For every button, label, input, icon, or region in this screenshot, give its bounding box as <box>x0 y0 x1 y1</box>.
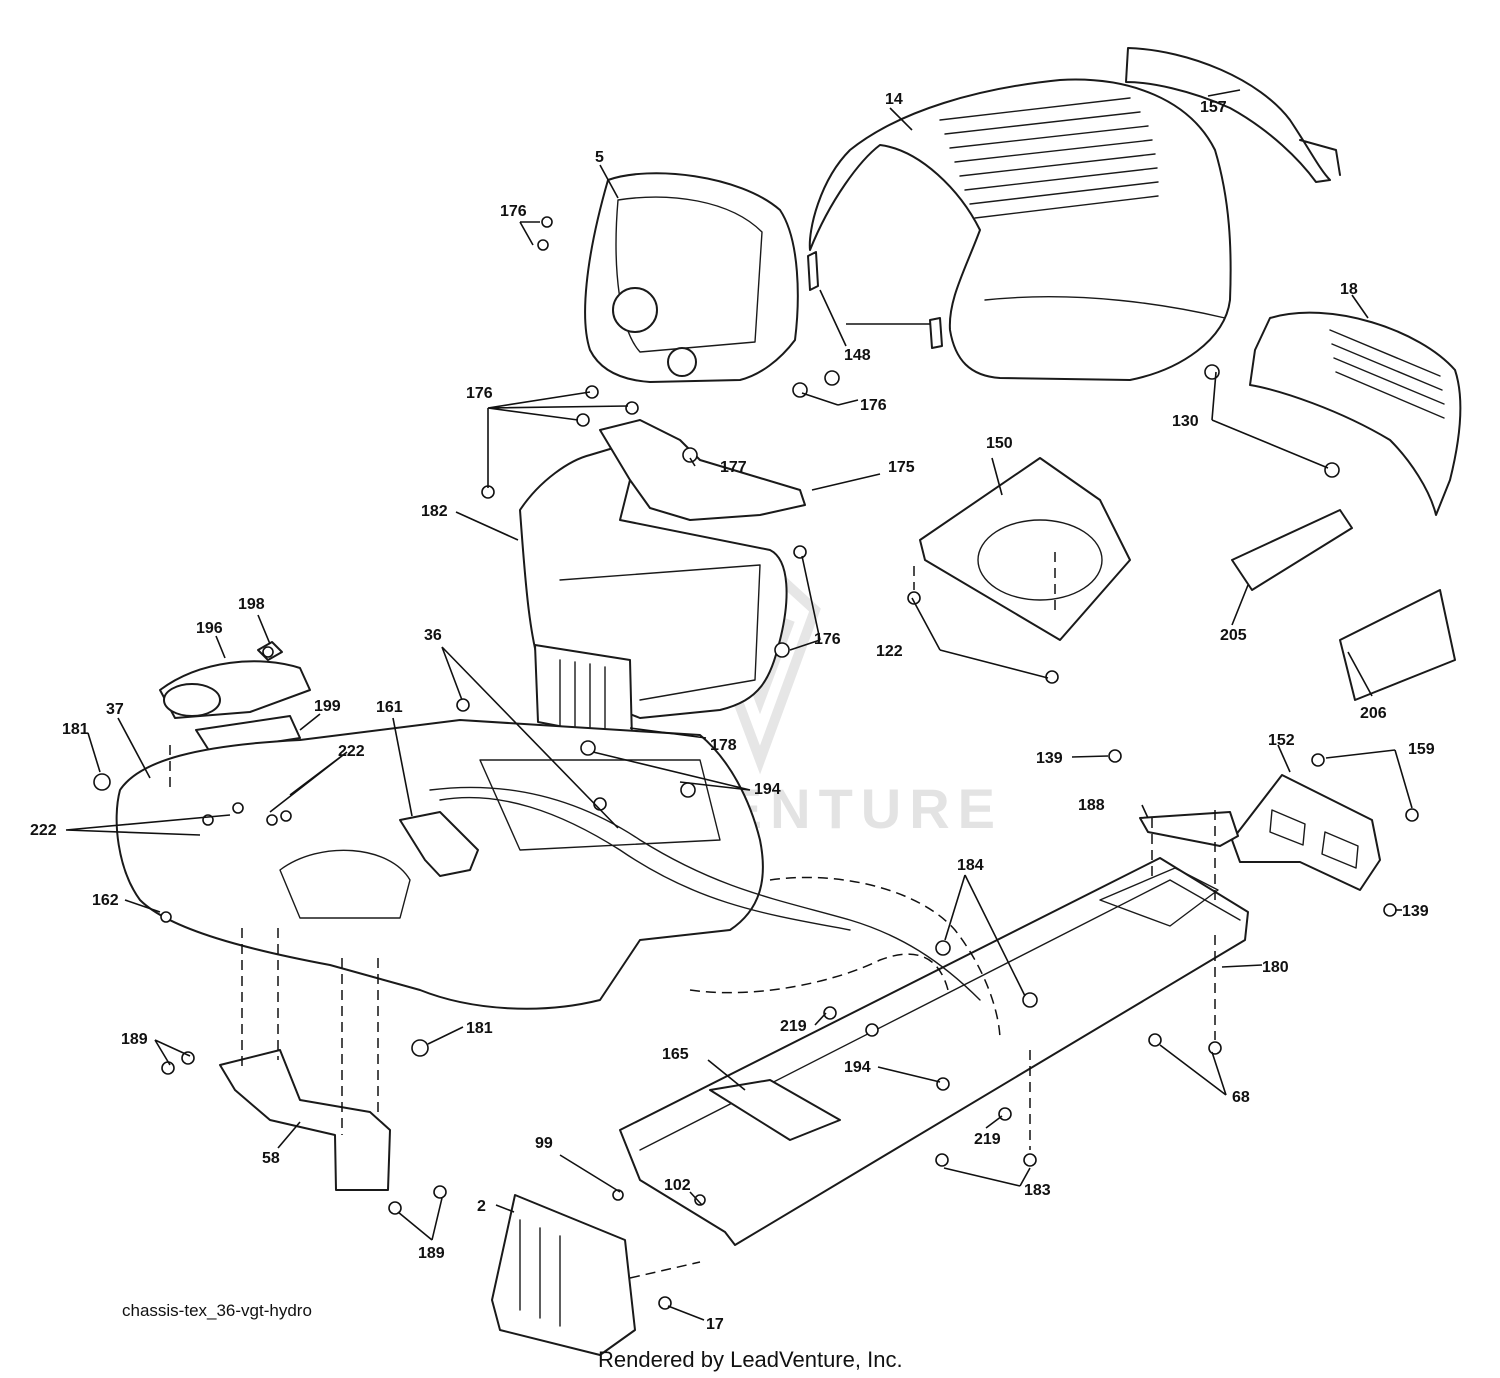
callout-99[interactable]: 99 <box>535 1135 553 1152</box>
part-199-plate[interactable] <box>195 715 301 753</box>
callout-161[interactable]: 161 <box>376 699 403 716</box>
callout-177[interactable]: 177 <box>720 459 747 476</box>
part-150-battery-box[interactable] <box>919 457 1131 641</box>
callout-184[interactable]: 184 <box>957 857 984 874</box>
callout-222[interactable]: 222 <box>338 743 365 760</box>
callout-219[interactable]: 219 <box>974 1131 1001 1148</box>
callout-219[interactable]: 219 <box>780 1018 807 1035</box>
callout-157[interactable]: 157 <box>1200 99 1227 116</box>
callout-188[interactable]: 188 <box>1078 797 1105 814</box>
callout-199[interactable]: 199 <box>314 698 341 715</box>
callout-139[interactable]: 139 <box>1036 750 1063 767</box>
callout-14[interactable]: 14 <box>885 91 903 108</box>
callout-189[interactable]: 189 <box>418 1245 445 1262</box>
callout-122[interactable]: 122 <box>876 643 903 660</box>
part-152-front-bracket[interactable] <box>1231 774 1381 891</box>
wiring-cables <box>429 786 1001 1041</box>
part-2-front-axle-bracket[interactable] <box>491 1194 636 1356</box>
callouts: 5 14 157 176 148 176 176 18 130 177 175 … <box>30 91 1435 1333</box>
callout-36[interactable]: 36 <box>424 627 442 644</box>
callout-205[interactable]: 205 <box>1220 627 1247 644</box>
frame-opening <box>1099 867 1219 927</box>
bracket-window-left <box>1269 809 1306 846</box>
callout-181[interactable]: 181 <box>62 721 89 738</box>
callout-68[interactable]: 68 <box>1232 1089 1250 1106</box>
part-148-clip[interactable] <box>807 251 943 349</box>
hood-edge <box>984 296 1226 319</box>
callout-176[interactable]: 176 <box>814 631 841 648</box>
callout-194[interactable]: 194 <box>844 1059 871 1076</box>
callout-162[interactable]: 162 <box>92 892 119 909</box>
axle-bracket-slots <box>519 1219 561 1327</box>
battery-box-recess <box>977 519 1103 601</box>
alignment-lines <box>169 552 1216 1279</box>
part-196-fuel-neck <box>163 683 221 717</box>
hood-vents <box>939 97 1159 219</box>
part-188-mount-bracket[interactable] <box>1139 811 1239 847</box>
part-206-decal[interactable] <box>1339 589 1456 701</box>
callout-165[interactable]: 165 <box>662 1046 689 1063</box>
callout-58[interactable]: 58 <box>262 1150 280 1167</box>
callout-130[interactable]: 130 <box>1172 413 1199 430</box>
part-157-hood-trim[interactable] <box>1125 47 1341 183</box>
part-180-frame[interactable] <box>619 857 1249 1246</box>
bracket-window-right <box>1321 831 1359 869</box>
part-18-grille[interactable] <box>1249 311 1462 516</box>
callout-152[interactable]: 152 <box>1268 732 1295 749</box>
part-161-shift-cover[interactable] <box>399 811 479 877</box>
part-14-hood[interactable] <box>808 78 1232 381</box>
callout-181[interactable]: 181 <box>466 1020 493 1037</box>
leader-lines <box>65 89 1413 1321</box>
callout-159[interactable]: 159 <box>1408 741 1435 758</box>
fender-center-pan <box>279 849 411 919</box>
callout-5[interactable]: 5 <box>595 149 604 166</box>
callout-180[interactable]: 180 <box>1262 959 1289 976</box>
callout-150[interactable]: 150 <box>986 435 1013 452</box>
callout-176[interactable]: 176 <box>860 397 887 414</box>
credit-text: Rendered by LeadVenture, Inc. <box>598 1347 903 1372</box>
console-panel <box>559 564 761 701</box>
callout-2[interactable]: 2 <box>477 1198 486 1215</box>
part-58-rear-bracket[interactable] <box>219 1049 391 1191</box>
callout-222[interactable]: 222 <box>30 822 57 839</box>
callout-18[interactable]: 18 <box>1340 281 1358 298</box>
callout-176[interactable]: 176 <box>466 385 493 402</box>
callout-139[interactable]: 139 <box>1402 903 1429 920</box>
callout-198[interactable]: 198 <box>238 596 265 613</box>
callout-194[interactable]: 194 <box>754 781 781 798</box>
frame-top-rail <box>639 879 1241 1151</box>
lower-grille-slots <box>559 659 606 736</box>
callout-148[interactable]: 148 <box>844 347 871 364</box>
part-175-steering-bracket[interactable] <box>599 419 806 521</box>
callout-182[interactable]: 182 <box>421 503 448 520</box>
part-165-plate[interactable] <box>709 1079 841 1141</box>
callout-17[interactable]: 17 <box>706 1316 724 1333</box>
callout-206[interactable]: 206 <box>1360 705 1387 722</box>
diagram-name: chassis-tex_36-vgt-hydro <box>122 1301 312 1320</box>
callout-175[interactable]: 175 <box>888 459 915 476</box>
part-205-lens[interactable] <box>1231 509 1353 591</box>
callout-176[interactable]: 176 <box>500 203 527 220</box>
callout-37[interactable]: 37 <box>106 701 124 718</box>
dash-gauge-hole <box>667 347 697 377</box>
grille-slots <box>1329 329 1445 419</box>
dash-inner <box>615 196 763 353</box>
callout-189[interactable]: 189 <box>121 1031 148 1048</box>
callout-178[interactable]: 178 <box>710 737 737 754</box>
callout-102[interactable]: 102 <box>664 1177 691 1194</box>
callout-183[interactable]: 183 <box>1024 1182 1051 1199</box>
dash-ignition-hole <box>612 287 658 333</box>
callout-196[interactable]: 196 <box>196 620 223 637</box>
